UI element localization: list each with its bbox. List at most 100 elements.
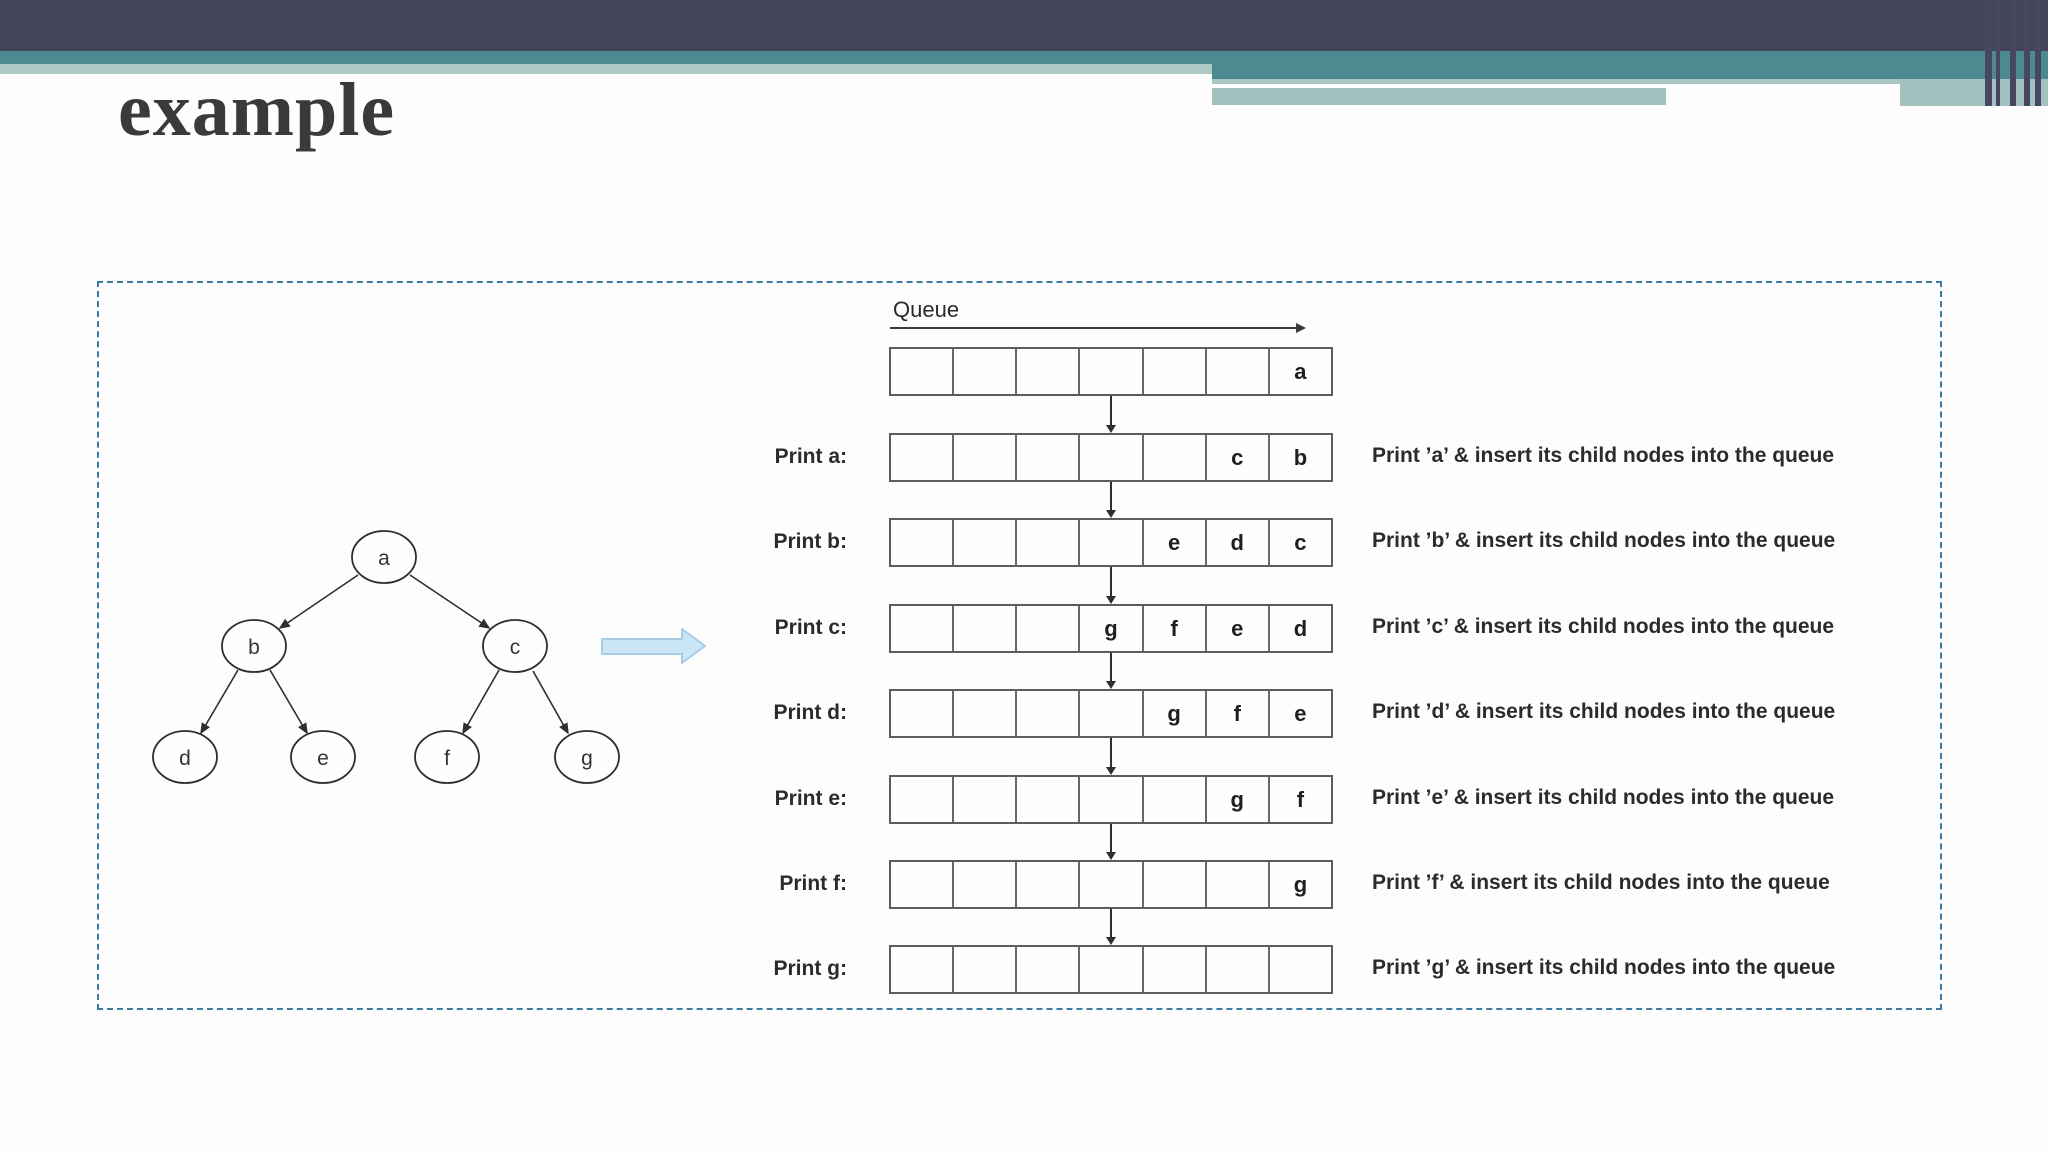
queue-cell <box>1080 947 1144 992</box>
queue-cell: d <box>1293 615 1308 641</box>
queue-cell <box>891 777 955 822</box>
corner-vertical-line <box>1985 0 1992 106</box>
corner-vertical-line <box>1996 0 2000 106</box>
queue-cell <box>954 606 1018 651</box>
queue-row-print-d: g f e <box>889 689 1333 738</box>
slide-title: example <box>118 68 396 152</box>
queue-cell: g <box>1207 777 1270 822</box>
queue-cell <box>954 691 1018 736</box>
queue-cell: e <box>1294 700 1307 726</box>
queue-cell <box>1017 862 1081 907</box>
queue-cell <box>1207 862 1270 907</box>
queue-cell <box>1017 606 1081 651</box>
tree-edge-b-d <box>200 669 239 735</box>
queue-cell <box>1270 947 1331 992</box>
queue-cell <box>954 435 1018 480</box>
queue-row-label: Print b: <box>773 530 848 553</box>
queue-row-note: Print ’f’ & insert its child nodes into … <box>1372 871 1830 894</box>
queue-cell: f <box>1296 786 1305 812</box>
queue-cell <box>891 606 955 651</box>
queue-cell: g <box>1293 871 1308 897</box>
queue-cell <box>1017 520 1081 565</box>
queue-cell <box>954 777 1018 822</box>
header-right-sage-stripe <box>1212 79 2048 84</box>
tree-edge-c-g <box>532 670 569 735</box>
queue-step-arrow-icon <box>1106 653 1116 689</box>
header-sage-stripe <box>0 64 1212 74</box>
queue-row-print-b: e d c <box>889 518 1333 567</box>
binary-tree-diagram: a b c d e f g <box>152 530 706 784</box>
queue-cell <box>1017 947 1081 992</box>
tree-edge-a-c <box>409 574 491 629</box>
queue-cell <box>954 947 1018 992</box>
queue-row-print-a: c b <box>889 433 1333 482</box>
queue-row-note: Print ’e’ & insert its child nodes into … <box>1372 786 1835 809</box>
queue-cell: e <box>1207 606 1270 651</box>
tree-edge-b-e <box>269 669 308 735</box>
queue-step-arrow-icon <box>1106 482 1116 518</box>
tree-node-f <box>414 730 480 784</box>
queue-direction-arrow-icon <box>890 323 1306 333</box>
queue-cell <box>1017 691 1081 736</box>
queue-cell: f <box>1144 606 1207 651</box>
queue-cell <box>1017 435 1081 480</box>
queue-cell <box>1207 349 1270 394</box>
queue-cell: c <box>1294 529 1307 555</box>
tree-node-label: c <box>510 636 521 659</box>
queue-row-print-f: g <box>889 860 1333 909</box>
queue-step-arrow-icon <box>1106 738 1116 775</box>
queue-cell <box>891 435 955 480</box>
corner-vertical-line <box>2010 0 2016 106</box>
queue-cell <box>1080 435 1144 480</box>
queue-cell: c <box>1207 435 1270 480</box>
queue-cell <box>1144 947 1207 992</box>
queue-step-arrow-icon <box>1106 396 1116 433</box>
tree-node-label: d <box>179 747 191 770</box>
queue-cell <box>1017 349 1081 394</box>
queue-cell <box>954 349 1018 394</box>
queue-row-note: Print ’c’ & insert its child nodes into … <box>1372 615 1835 638</box>
queue-label: Queue <box>893 297 960 322</box>
queue-step-arrow-icon <box>1106 824 1116 860</box>
content-frame: a b c d e f g Queue a Print a: <box>97 281 1942 1010</box>
tree-node-label: g <box>581 747 593 770</box>
queue-cell <box>891 349 955 394</box>
queue-cell: g <box>1144 691 1207 736</box>
tree-node-label: f <box>444 747 450 770</box>
right-block-arrow-icon <box>601 628 706 664</box>
queue-row-label: Print f: <box>779 872 847 895</box>
header-dark-bar <box>0 0 2048 51</box>
queue-cell <box>1080 349 1144 394</box>
queue-cell <box>1144 349 1207 394</box>
header-right-white-line <box>1212 84 1918 88</box>
tree-node-c <box>482 619 548 673</box>
queue-cell: f <box>1207 691 1270 736</box>
queue-row-label: Print g: <box>773 957 848 980</box>
header-right-sage-corner <box>1900 79 2048 106</box>
queue-cell <box>1080 862 1144 907</box>
queue-cell <box>1080 520 1144 565</box>
tree-node-label: b <box>248 636 260 659</box>
queue-cell <box>1017 777 1081 822</box>
queue-cell <box>1207 947 1270 992</box>
queue-cell <box>891 862 955 907</box>
header-right-sage-band <box>1212 88 1666 105</box>
queue-cell: b <box>1293 444 1308 470</box>
tree-node-g <box>554 730 620 784</box>
queue-cell: a <box>1294 358 1307 384</box>
queue-cell <box>1080 691 1144 736</box>
queue-cell: g <box>1080 606 1144 651</box>
queue-row-label: Print d: <box>773 701 848 724</box>
queue-cell <box>954 862 1018 907</box>
queue-row-note: Print ’g’ & insert its child nodes into … <box>1372 956 1836 979</box>
corner-vertical-line <box>2024 0 2030 106</box>
queue-cell <box>891 691 955 736</box>
corner-vertical-line <box>2035 0 2041 106</box>
queue-row-print-g <box>889 945 1333 994</box>
tree-node-label: e <box>317 747 329 770</box>
tree-node-e <box>290 730 356 784</box>
header-right-teal-block <box>1212 51 2048 79</box>
queue-row-print-c: g f e d <box>889 604 1333 653</box>
queue-step-arrow-icon <box>1106 567 1116 604</box>
queue-row-label: Print c: <box>774 616 847 639</box>
